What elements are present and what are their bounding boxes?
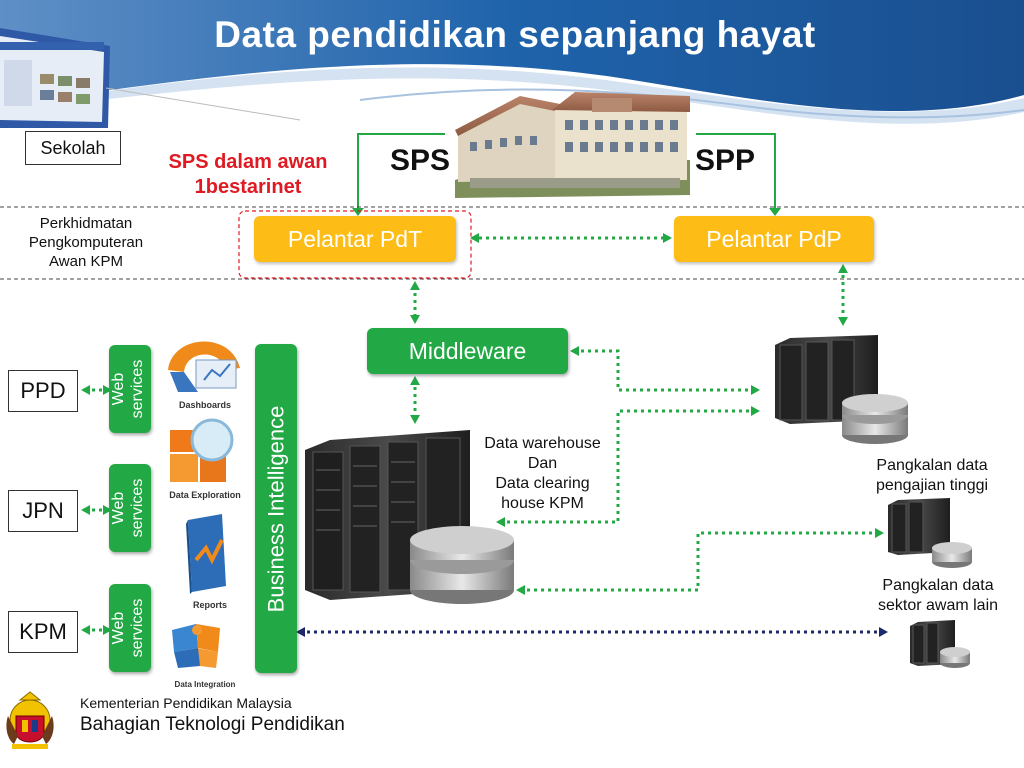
school-building-image <box>455 92 690 198</box>
web-services-text-kpm: Web services <box>109 584 151 672</box>
web-services-line2: services <box>129 359 146 419</box>
perkhidmatan-line2: Pengkomputeran <box>28 234 144 251</box>
pangkalan-awam-label: Pangkalan data sektor awam lain <box>858 576 1018 616</box>
data-warehouse-line4: house KPM <box>501 495 584 512</box>
sps-cloud-line1: SPS dalam awan <box>168 151 328 173</box>
sps-label: SPS <box>390 144 451 177</box>
header-swoosh-light <box>100 67 1024 124</box>
pangkalan-tinggi-line2: pengajian tinggi <box>875 477 989 494</box>
perkhidmatan-label: Perkhidmatan Pengkomputeran Awan KPM <box>6 214 166 271</box>
higher-education-db-server <box>888 498 972 568</box>
perkhidmatan-line1: Perkhidmatan <box>39 215 133 232</box>
business-intelligence-box <box>255 344 297 673</box>
footer-ministry: Kementerian Pendidikan Malaysia <box>80 695 292 711</box>
entity-ppd: PPD <box>8 370 78 412</box>
spp-connector <box>696 133 776 212</box>
portal-screenshot <box>0 28 110 128</box>
web-services-box-kpm <box>109 584 151 672</box>
pelantar-pdp-box: Pelantar PdP <box>674 216 874 262</box>
sps-cloud-label: SPS dalam awan 1bestarinet <box>148 150 348 200</box>
data-integration-icon <box>172 624 220 668</box>
pangkalan-tinggi-line1: Pangkalan data <box>876 457 988 474</box>
sps-connector <box>357 133 445 212</box>
web-services-box-jpn <box>109 464 151 552</box>
data-warehouse-line3: Data clearing <box>495 475 590 492</box>
entity-kpm: KPM <box>8 611 78 653</box>
dashboards-icon <box>168 341 240 392</box>
sekolah-box: Sekolah <box>25 131 121 165</box>
web-services-text-ppd: Web services <box>109 345 151 433</box>
pangkalan-awam-line2: sektor awam lain <box>877 597 999 614</box>
spp-label: SPP <box>695 144 756 177</box>
pangkalan-tinggi-label: Pangkalan data pengajian tinggi <box>852 456 1012 496</box>
header-swoosh-line <box>359 88 1024 119</box>
web-services-line1: Web <box>110 491 127 525</box>
header-band <box>0 0 1024 112</box>
pelantar-pdt-box: Pelantar PdT <box>254 216 456 262</box>
ministry-crest-logo <box>6 691 54 749</box>
spp-server <box>775 335 908 444</box>
web-services-line1: Web <box>110 611 127 645</box>
data-exploration-label: Data Exploration <box>169 490 241 500</box>
web-services-line1: Web <box>110 372 127 406</box>
entity-jpn: JPN <box>8 490 78 532</box>
page-title: Data pendidikan sepanjang hayat <box>214 14 816 55</box>
web-services-line2: services <box>129 598 146 658</box>
pangkalan-awam-line1: Pangkalan data <box>882 577 994 594</box>
business-intelligence-text: Business Intelligence <box>263 405 289 613</box>
reports-icon <box>186 514 226 594</box>
data-warehouse-label: Data warehouse Dan Data clearing house K… <box>470 434 615 514</box>
reports-label: Reports <box>192 600 227 610</box>
perkhidmatan-line3: Awan KPM <box>49 253 123 270</box>
web-services-text-jpn: Web services <box>109 464 151 552</box>
data-warehouse-server <box>305 430 514 604</box>
data-integration-label: Data Integration <box>174 680 236 689</box>
dashboards-label: Dashboards <box>178 400 231 410</box>
web-services-line2: services <box>129 478 146 538</box>
web-services-box-ppd <box>109 345 151 433</box>
middleware-box: Middleware <box>367 328 568 374</box>
data-warehouse-line2: Dan <box>527 455 558 472</box>
data-warehouse-line1: Data warehouse <box>484 435 601 452</box>
footer-division: Bahagian Teknologi Pendidikan <box>80 714 345 735</box>
sps-cloud-line2: 1bestarinet <box>194 176 302 198</box>
public-sector-db-server <box>910 620 970 668</box>
data-exploration-icon <box>170 418 234 482</box>
